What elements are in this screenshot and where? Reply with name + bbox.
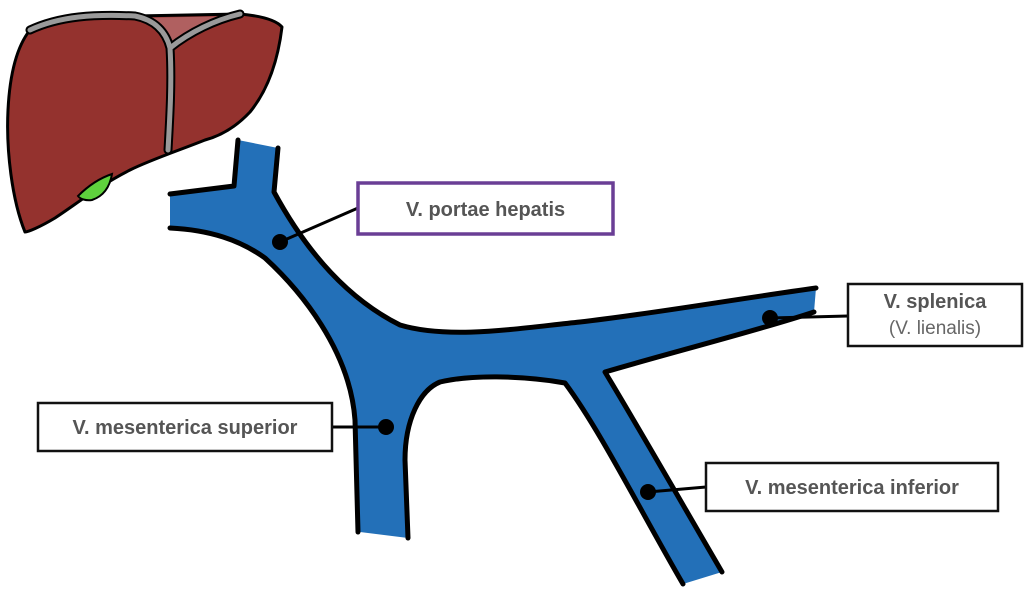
label-box-inf-mesenteric bbox=[704, 461, 1000, 513]
vein-system bbox=[167, 137, 819, 587]
label-inf-mesenteric-text: V. mesenterica inferior bbox=[745, 477, 959, 499]
vein-outline-inner bbox=[402, 374, 686, 587]
label-portal-text: V. portae hepatis bbox=[406, 199, 565, 221]
label-splenic-vein: V. splenica (V. lienalis) bbox=[846, 282, 1024, 348]
label-portal-vein: V. portae hepatis bbox=[356, 181, 615, 236]
label-box-portal bbox=[356, 181, 615, 236]
leader-inf-mesenteric bbox=[647, 485, 707, 494]
gallbladder-icon bbox=[76, 172, 114, 202]
liver-icon bbox=[6, 9, 284, 234]
leader-splenic bbox=[769, 314, 849, 320]
label-sup-mesenteric: V. mesenterica superior bbox=[36, 401, 334, 453]
label-box-splenic bbox=[846, 282, 1024, 348]
dot-sup-mesenteric bbox=[378, 419, 394, 435]
label-splenic-alt-text: (V. lienalis) bbox=[889, 318, 981, 339]
dot-inf-mesenteric bbox=[640, 484, 656, 500]
vein-outline-left bbox=[167, 137, 361, 535]
dot-portal bbox=[272, 234, 288, 250]
dot-splenic bbox=[762, 310, 778, 326]
label-splenic-text: V. splenica bbox=[884, 291, 988, 313]
portal-vein-shape bbox=[170, 140, 816, 584]
leader-portal bbox=[279, 206, 359, 244]
label-inf-mesenteric: V. mesenterica inferior bbox=[704, 461, 1000, 513]
vein-outline-right bbox=[602, 309, 817, 575]
falciform-ligament-fill bbox=[27, 11, 243, 153]
vein-outline-top bbox=[271, 145, 819, 335]
label-box-sup-mesenteric bbox=[36, 401, 334, 453]
leader-lines bbox=[272, 206, 849, 500]
liver-shape bbox=[6, 12, 284, 234]
label-sup-mesenteric-text: V. mesenterica superior bbox=[73, 417, 298, 439]
